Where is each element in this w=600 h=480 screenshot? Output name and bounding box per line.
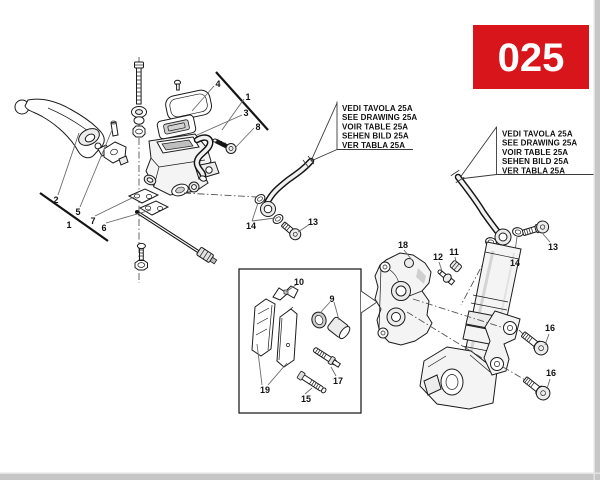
label-bracket-left [39,192,109,242]
bleed-valve-cap [449,260,462,273]
piston-and-seal [311,311,351,340]
hose-cut-marks [450,169,465,184]
callout-line: SEE DRAWING 25A [502,139,577,148]
part-label-12: 12 [433,252,443,262]
plate-number-badge: 025 [473,25,589,89]
pad-pin-17 [312,347,342,368]
banjo-bolt-front [281,221,302,241]
badge-number: 025 [498,36,565,80]
part-label-7: 7 [90,216,95,226]
leaders-inset [256,283,340,395]
part-label-13: 13 [308,217,318,227]
cup-washers [131,106,147,125]
part-label-8: 8 [255,122,260,132]
lever-bracket [103,141,129,166]
part-label-16b: 16 [546,368,556,378]
part-label-13b: 13 [548,242,558,252]
callout-line: VEDI TAVOLA 25A [502,130,573,139]
callout-line: SEE DRAWING 25A [342,113,417,122]
badge-background [473,25,589,89]
part-label-16a: 16 [545,323,555,333]
banjo-bolt-lower [521,220,550,236]
brake-pads [251,298,298,368]
mount-bolt-16-upper [521,331,549,356]
banjo-fitting-front [254,194,284,224]
caliper-mount-bracket [483,310,521,376]
pivot-screw-and-nut [134,242,148,271]
part-label-15: 15 [301,394,311,404]
callout-line: VER TABLA 25A [342,141,405,150]
brake-lever [14,98,111,159]
clamp-nut [132,125,146,138]
part-label-3: 3 [243,108,248,118]
master-cylinder-assembly [14,57,269,283]
front-brake-hose-upper [183,155,315,241]
callout-line: VER TABLA 25A [502,166,565,175]
clamp-bolt [134,61,144,105]
leaders-bleed-valve [438,256,457,272]
part-label-14b: 14 [510,258,520,268]
inset-kit-box [238,268,378,414]
boot-elbow [193,134,214,182]
leaders-left [57,129,152,224]
page-edge-bottom-inner [0,472,600,474]
part-label-10: 10 [294,277,304,287]
part-label-18: 18 [398,240,408,250]
leaders-front-banjo [251,202,311,233]
callout-see-drawing-1: VEDI TAVOLA 25A SEE DRAWING 25A VOIR TAB… [310,101,417,162]
callout-see-drawing-2: VEDI TAVOLA 25A SEE DRAWING 25A VOIR TAB… [458,126,594,180]
page-edge-right-inner [593,0,595,480]
pad-pin-15 [296,370,327,394]
part-label-6: 6 [101,223,106,233]
axle-clamp [419,346,498,410]
fork-leg [406,241,528,410]
callout-line: SEHEN BILD 25A [502,157,569,166]
leaders-top [191,85,255,148]
part-label-5: 5 [75,207,80,217]
switch-cable [135,210,218,265]
banjo-bolt-8 [212,138,237,154]
master-cylinder-body [143,133,220,196]
part-label-11: 11 [449,247,459,257]
page-edge-right [595,0,600,480]
label-bracket-top [215,71,269,131]
callout-line: VEDI TAVOLA 25A [342,104,413,113]
page-edge-bottom [0,474,600,480]
reservoir-diaphragm [156,114,197,140]
inset-pointer [361,291,377,313]
part-label-14: 14 [246,221,256,231]
callout-line: SEHEN BILD 25A [342,132,409,141]
part-label-2: 2 [53,195,58,205]
part-label-19: 19 [260,385,270,395]
part-label-1b: 1 [245,92,250,102]
brake-caliper [374,249,433,346]
callout-line: VOIR TABLE 25A [502,148,568,157]
part-label-17: 17 [333,376,343,386]
part-label-9: 9 [329,294,334,304]
mount-bolt-16-lower [523,376,551,401]
part-label-4: 4 [215,79,220,89]
leaders-mount-bolts [544,333,551,390]
part-label-1: 1 [66,220,71,230]
lever-pivot-pin [110,120,119,137]
callout-line: VOIR TABLE 25A [342,122,408,131]
bleed-valve [437,269,456,286]
part-labels: 2 5 1 7 6 4 1 3 8 14 13 10 9 19 17 15 18… [53,79,558,404]
